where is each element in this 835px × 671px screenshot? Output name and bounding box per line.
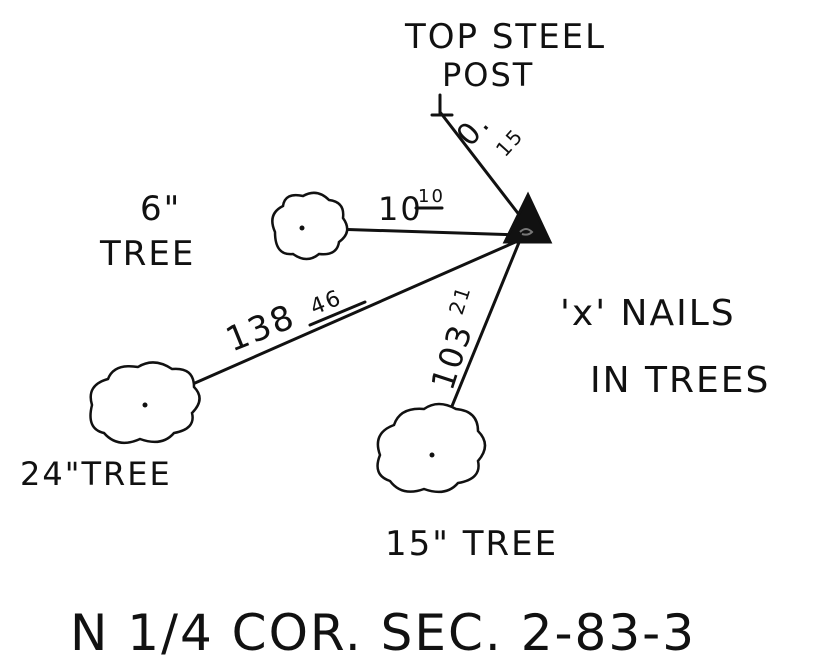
nails-label-line2: IN TREES <box>590 360 770 401</box>
tree-6in-distance-sup: 10 <box>418 186 445 207</box>
post-label-line2: POST <box>442 56 534 94</box>
corner-monument-icon <box>502 191 553 244</box>
tree-24in-distance: 138 <box>220 297 301 361</box>
ray-to-24in-tree <box>143 238 522 407</box>
steel-post-icon <box>430 93 454 117</box>
tree-15in-distance-sup: 21 <box>444 282 476 317</box>
tree-15in-icon <box>376 402 487 494</box>
tree-15in-distance: 103 <box>423 319 480 395</box>
tree-15in-label: 15" TREE <box>385 524 558 564</box>
ray-to-post <box>438 110 529 227</box>
tree-6in-icon <box>271 191 349 261</box>
tree-6in-size-label: 6" <box>140 189 181 229</box>
tree-24in-distance-underline <box>308 300 367 327</box>
tree-6in-distance: 10 <box>378 190 423 228</box>
footer-caption: N 1/4 COR. SEC. 2-83-3 <box>70 604 696 662</box>
post-label-line1: TOP STEEL <box>404 17 606 57</box>
tree-24in-label: 24"TREE <box>20 455 172 493</box>
tree-24in-distance-sup: 46 <box>307 285 346 320</box>
nails-label-line1: 'x' NAILS <box>560 293 736 334</box>
tree-6in-label: TREE <box>99 234 195 274</box>
